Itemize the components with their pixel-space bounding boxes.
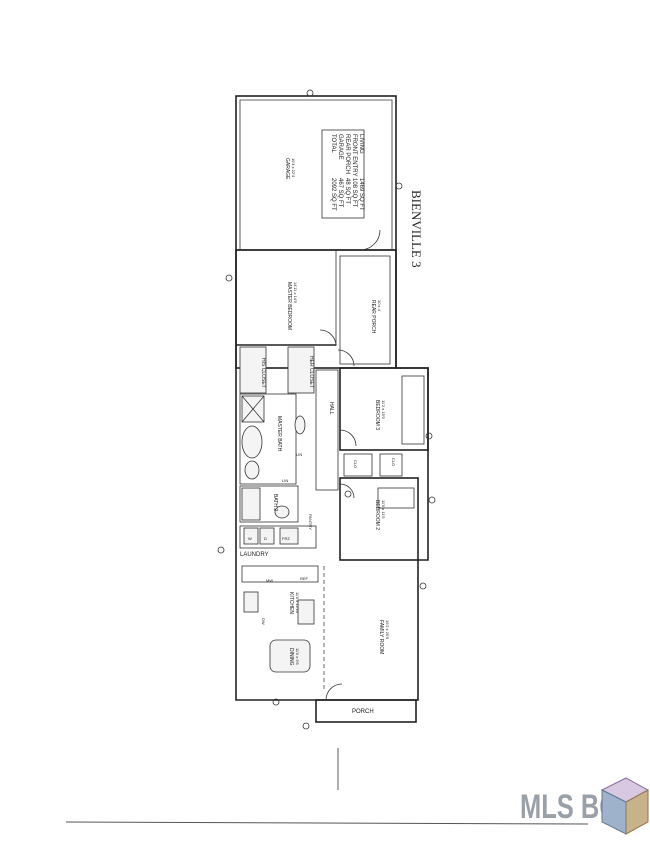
master-sink (294, 415, 306, 435)
label-laundry: LAUNDRY (240, 552, 269, 558)
lot-boundary (235, 95, 397, 369)
master-bath-area (239, 393, 297, 485)
label-ref: REF (300, 576, 309, 581)
bath2-toilet (274, 505, 290, 519)
door-swing-rear (319, 329, 337, 347)
label-family-room: FAMILY ROOM (378, 620, 384, 654)
label-dining: DINING (288, 648, 294, 666)
label-her-closet: HER CLOSET (308, 356, 314, 388)
area-row-3: GARAGE (337, 134, 343, 160)
door-swing-garage (359, 229, 381, 251)
plan-title: BIENVILLE 3 (409, 190, 424, 268)
room-labels: GARAGE 19'4 x 22'4 MASTER BEDROOM 14'11 … (240, 158, 396, 715)
kitchen-island (297, 599, 315, 625)
dims-master-bedroom: 14'11 x 14'0 (293, 282, 298, 304)
area-val-4: 2092 SQ FT (330, 178, 336, 211)
shower-cross-b (241, 395, 265, 423)
laundry-area (239, 525, 317, 549)
kitchen-sink (243, 591, 259, 613)
label-porch: PORCH (352, 709, 374, 715)
area-row-0: LIVING (358, 134, 364, 154)
dims-bedroom2: 11'0 x 11'5 (381, 500, 386, 519)
area-table: LIVING FRONT ENTRY REAR PORCH GARAGE TOT… (330, 134, 364, 211)
label-garage: GARAGE (284, 158, 290, 180)
label-dw: DW (261, 618, 266, 625)
grid-markers (217, 89, 436, 730)
garage-inner-wall (239, 99, 393, 251)
area-row-4: TOTAL (330, 134, 336, 153)
label-kitchen: KITCHEN (288, 592, 294, 614)
clo-box-1 (343, 453, 373, 477)
bath2-tub (241, 487, 261, 521)
label-rear-porch: REAR PORCH (370, 300, 376, 334)
area-table-box (321, 129, 365, 219)
rear-porch-outline (339, 255, 391, 365)
label-clo-2: CLO (391, 458, 396, 466)
mls-box-logo: MLS BOX (520, 777, 650, 835)
label-pantry: PANTRY (308, 514, 313, 530)
label-lin-2: LIN (296, 452, 302, 457)
area-val-2: 48 SQ FT (344, 178, 350, 204)
bath2-area (239, 485, 299, 523)
door-swing-bed3 (339, 429, 357, 447)
house-outline (235, 249, 429, 701)
bedroom2-closet (377, 487, 415, 509)
washer (243, 527, 259, 545)
dims-kitchen: 11'0 x 12'10 (295, 592, 300, 614)
dryer (259, 527, 275, 545)
hall-area (315, 369, 339, 491)
logo-cube-icon (600, 777, 650, 835)
clo-box-2 (379, 453, 403, 477)
label-bedroom3: BEDROOM 3 (374, 400, 380, 430)
dims-garage: 19'4 x 22'4 (291, 158, 296, 178)
label-his-closet: HIS CLOSET (260, 358, 266, 388)
dining-table (269, 639, 311, 673)
label-master-bath: MASTER BATH (276, 416, 282, 452)
label-master-bedroom: MASTER BEDROOM (286, 282, 292, 330)
door-swing-bed2 (339, 483, 355, 499)
bedroom3-closet (401, 375, 425, 445)
area-val-0: 1469 SQ FT (358, 178, 364, 211)
label-bedroom2: BEDROOM 2 (374, 500, 380, 530)
label-lin-1: LIN (282, 478, 288, 483)
label-hall: HALL (328, 402, 334, 415)
master-toilet (244, 460, 260, 480)
bedroom3-outline (339, 367, 429, 451)
area-val-1: 108 SQ FT (351, 178, 357, 208)
kitchen-counter (241, 565, 319, 583)
label-mw: MW (266, 578, 273, 583)
door-swing-front (325, 683, 343, 701)
bedroom2-outline (339, 477, 419, 561)
freezer (279, 527, 299, 545)
his-closet-box (239, 346, 267, 394)
area-val-3: 467 SQ FT (337, 178, 343, 208)
door-swing-hall (337, 349, 355, 367)
label-bath2: BATH 2 (272, 494, 278, 511)
label-dryer: D (264, 536, 267, 541)
area-row-2: REAR PORCH (344, 134, 350, 174)
her-closet-box (287, 346, 315, 394)
dims-bedroom3: 11'2 x 15'0 (381, 400, 386, 420)
dims-family-room: 19'2 x 20'0 (385, 620, 390, 640)
label-washer: W (248, 536, 252, 541)
label-freezer: FRZ (282, 536, 290, 541)
dims-dining: 11'0 x 9'6 (295, 648, 300, 665)
dims-rear-porch: 10 x 4 (377, 300, 382, 312)
master-tub (241, 425, 263, 459)
area-row-1: FRONT ENTRY (351, 134, 357, 176)
label-clo-1: CLO (353, 460, 358, 468)
front-porch (315, 699, 417, 723)
bottom-rule (65, 821, 589, 825)
